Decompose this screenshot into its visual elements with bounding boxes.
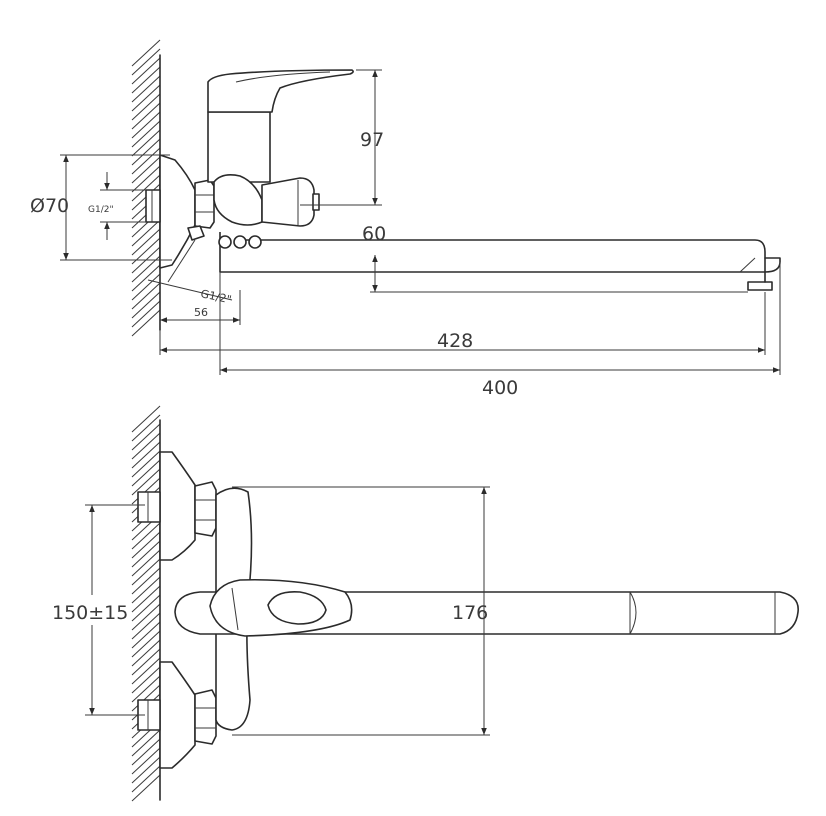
hatch-line <box>131 531 161 559</box>
hatch-line <box>131 648 161 676</box>
hex-nut-upper <box>194 481 217 537</box>
hatch-line <box>131 57 161 85</box>
hatch-line <box>131 300 161 328</box>
hatch-line <box>131 291 161 319</box>
dimension-lines-side <box>60 69 781 375</box>
diverter-knob-side <box>312 193 320 211</box>
hatch-line <box>131 102 161 130</box>
mixer-body-side <box>207 111 271 183</box>
hatch-line <box>131 729 161 757</box>
handle-slot-top <box>267 590 327 625</box>
dim-428-label: 428 <box>437 330 473 352</box>
lever-handle-side <box>207 69 354 113</box>
hatch-line <box>131 567 161 595</box>
diverter-side <box>261 177 315 227</box>
hatch-line <box>131 48 161 76</box>
hatch-line <box>131 282 161 310</box>
dim-60-label: 60 <box>362 223 386 245</box>
aerator-side <box>747 281 773 291</box>
spout-side <box>219 232 781 273</box>
hatch-line <box>131 75 161 103</box>
top-view: 150±15 176 <box>52 405 799 802</box>
wall-hatching-side <box>131 39 161 337</box>
hatch-line <box>131 549 161 577</box>
escutcheon-side <box>159 154 196 269</box>
inlet-pipe-side <box>145 189 161 223</box>
hatch-line <box>131 423 161 451</box>
dimension-lines-top <box>85 486 490 736</box>
dim-150-label: 150±15 <box>52 602 128 624</box>
hatch-line <box>131 603 161 631</box>
hatch-line <box>131 66 161 94</box>
hatch-line <box>131 540 161 568</box>
hatch-line <box>131 273 161 301</box>
hatch-line <box>131 147 161 175</box>
spout-ring-1 <box>218 235 232 249</box>
wall-hatching-top <box>131 405 161 802</box>
hatch-line <box>131 111 161 139</box>
hex-nut-lower <box>194 689 217 745</box>
dim-176-label: 176 <box>452 602 488 624</box>
spout-ring-2 <box>233 235 247 249</box>
dim-400-label: 400 <box>482 377 518 399</box>
hatch-line <box>131 138 161 166</box>
hatch-line <box>131 450 161 478</box>
hatch-line <box>131 774 161 802</box>
hatch-line <box>131 228 161 256</box>
hatch-line <box>131 657 161 685</box>
hatch-line <box>131 459 161 487</box>
hatch-line <box>131 156 161 184</box>
side-view: 97 60 Ø70 G1/2" G1/2" 56 428 400 <box>30 39 781 399</box>
dim-g12-bottom-label: G1/2" <box>199 287 232 306</box>
hatch-line <box>131 468 161 496</box>
hatch-line <box>131 405 161 433</box>
spout-ring-3 <box>248 235 262 249</box>
hatch-line <box>131 120 161 148</box>
hatch-line <box>131 630 161 658</box>
hatch-line <box>131 309 161 337</box>
dim-g12-top-label: G1/2" <box>88 205 114 215</box>
hatch-line <box>131 684 161 712</box>
hatch-line <box>131 765 161 793</box>
hatch-line <box>131 414 161 442</box>
hatch-line <box>131 39 161 67</box>
hatch-line <box>131 612 161 640</box>
hatch-line <box>131 93 161 121</box>
eccentric-lower <box>159 661 196 769</box>
hatch-line <box>131 639 161 667</box>
hatch-line <box>131 747 161 775</box>
hatch-line <box>131 174 161 202</box>
hatch-line <box>131 585 161 613</box>
hatch-line <box>131 576 161 604</box>
dim-phi70-label: Ø70 <box>30 195 69 217</box>
dim-97-label: 97 <box>360 129 384 151</box>
shower-outlet-side <box>187 225 205 241</box>
hatch-line <box>131 165 161 193</box>
hatch-line <box>131 432 161 460</box>
hatch-line <box>131 621 161 649</box>
hatch-line <box>131 666 161 694</box>
hatch-line <box>131 756 161 784</box>
hatch-line <box>131 738 161 766</box>
hatch-line <box>131 129 161 157</box>
hatch-line <box>131 522 161 550</box>
hatch-line <box>131 84 161 112</box>
hatch-line <box>131 219 161 247</box>
eccentric-upper <box>159 451 196 561</box>
hatch-line <box>131 558 161 586</box>
hatch-line <box>131 477 161 505</box>
hatch-line <box>131 675 161 703</box>
hex-nut-side <box>194 179 215 229</box>
inlet-upper <box>137 491 161 523</box>
hatch-line <box>131 264 161 292</box>
dim-56-label: 56 <box>194 306 208 319</box>
hatch-line <box>131 441 161 469</box>
hatch-line <box>131 594 161 622</box>
